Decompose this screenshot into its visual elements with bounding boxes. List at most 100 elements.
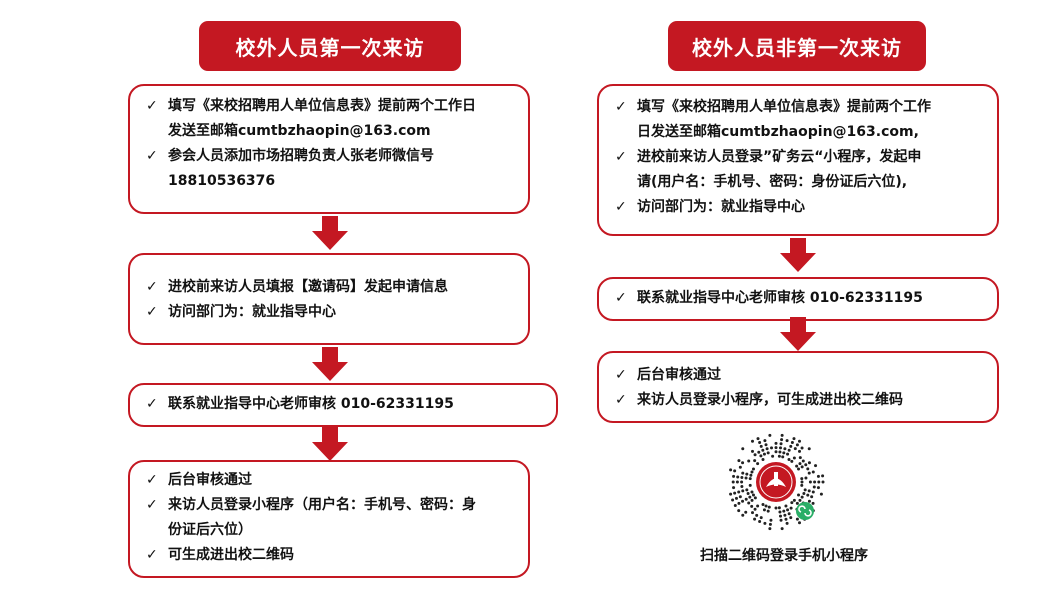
code-dot	[792, 437, 796, 441]
code-dot	[810, 495, 814, 499]
left-step-2: ✓ 进校前来访人员填报【邀请码】发起申请信息 ✓ 访问部门为：就业指导中心	[128, 253, 530, 345]
code-dot	[811, 490, 815, 494]
code-dot	[731, 498, 735, 502]
code-dot	[733, 491, 737, 495]
code-dot	[798, 521, 801, 525]
code-dot	[787, 512, 791, 516]
code-dot	[748, 477, 752, 481]
code-dot	[807, 499, 811, 503]
code-dot	[764, 504, 768, 508]
code-dot	[790, 501, 794, 505]
code-dot	[735, 480, 739, 484]
check-icon: ✓	[146, 472, 158, 488]
code-dot	[774, 441, 778, 445]
code-dot	[801, 459, 805, 463]
code-dot	[821, 474, 825, 478]
code-dot	[789, 506, 793, 510]
code-dot	[745, 488, 749, 492]
left-step-3: ✓ 联系就业指导中心老师审核 010-62331195	[128, 383, 558, 427]
code-dot	[802, 492, 806, 496]
code-dot	[787, 448, 791, 452]
code-dot	[740, 484, 744, 488]
code-dot	[816, 474, 820, 478]
check-icon: ✓	[615, 392, 627, 408]
code-dot	[750, 504, 754, 508]
code-dot	[761, 457, 765, 461]
list-item: ✓ 访问部门为：就业指导中心	[615, 195, 979, 220]
code-dot	[732, 474, 736, 478]
check-icon: ✓	[146, 98, 158, 114]
list-item: ✓ 联系就业指导中心老师审核 010-62331195	[615, 286, 979, 311]
step-text: 后台审核通过	[637, 367, 721, 383]
right-step-2: ✓ 联系就业指导中心老师审核 010-62331195	[597, 277, 999, 321]
list-item: ✓ 后台审核通过	[146, 468, 510, 493]
code-dot	[759, 444, 763, 448]
code-dot	[749, 473, 753, 477]
code-dot	[729, 492, 733, 496]
code-dot	[807, 489, 811, 493]
code-dot	[737, 459, 741, 463]
list-item: ✓ 后台审核通过	[615, 363, 979, 388]
code-dot	[737, 490, 741, 494]
list-item: ✓ 联系就业指导中心老师审核 010-62331195	[146, 392, 538, 417]
code-dot	[755, 513, 759, 517]
check-icon: ✓	[146, 148, 158, 164]
arrow-down-icon	[312, 216, 348, 250]
code-dot	[785, 439, 789, 443]
step-text: 联系就业指导中心老师审核 010-62331195	[168, 396, 454, 412]
code-dot	[737, 509, 741, 513]
list-item: ✓ 访问部门为：就业指导中心	[146, 300, 510, 325]
code-dot	[761, 448, 765, 452]
step-text: 联系就业指导中心老师审核 010-62331195	[637, 290, 923, 306]
code-dot	[808, 480, 812, 484]
list-item: ✓ 可生成进出校二维码	[146, 543, 510, 568]
code-dot	[797, 493, 801, 497]
code-dot	[753, 459, 757, 463]
code-dot	[751, 511, 754, 515]
code-dot	[795, 517, 799, 521]
code-dot	[751, 493, 755, 497]
code-dot	[774, 506, 778, 510]
code-dot	[807, 461, 811, 465]
code-dot	[793, 447, 797, 451]
list-item: ✓ 进校前来访人员登录”矿务云“小程序，发起申 请(用户名：手机号、密码：身份证…	[615, 145, 979, 195]
code-dot	[748, 483, 752, 487]
code-dot	[731, 480, 735, 484]
code-dot	[783, 447, 787, 451]
code-dot	[758, 440, 762, 444]
check-icon: ✓	[146, 497, 158, 513]
right-header: 校外人员非第一次来访	[668, 21, 926, 71]
code-dot	[777, 454, 781, 458]
code-dot	[798, 449, 801, 453]
code-dot	[811, 501, 815, 505]
code-dot	[747, 459, 751, 463]
code-dot	[800, 483, 804, 487]
code-dot	[738, 465, 742, 469]
code-dot	[744, 510, 748, 514]
code-dot	[740, 476, 744, 480]
code-dot	[800, 480, 804, 484]
right-step-1: ✓ 填写《来校招聘用人单位信息表》提前两个工作 日发送至邮箱cumtbzhaop…	[597, 84, 999, 236]
code-dot	[750, 490, 754, 494]
code-dot	[814, 464, 818, 468]
code-dot	[753, 496, 757, 500]
code-dot	[782, 451, 786, 455]
code-dot	[738, 495, 742, 499]
code-dot	[769, 518, 773, 522]
left-step-1: ✓ 填写《来校招聘用人单位信息表》提前两个工作日 发送至邮箱cumtbzhaop…	[128, 84, 530, 214]
check-icon: ✓	[146, 396, 158, 412]
code-dot	[812, 485, 816, 489]
code-dot	[797, 467, 801, 471]
code-dot	[792, 498, 796, 502]
code-dot	[753, 453, 757, 457]
code-dot	[756, 437, 760, 441]
code-dot	[804, 476, 808, 480]
arrow-down-icon	[312, 427, 348, 461]
code-dot	[787, 457, 791, 461]
code-dot	[817, 480, 821, 484]
step-text: 来访人员登录小程序（用户名：手机号、密码：身 份证后六位）	[168, 497, 476, 538]
code-dot	[732, 486, 736, 490]
code-dot	[780, 527, 784, 531]
code-dot	[745, 472, 749, 476]
code-dot	[759, 516, 763, 520]
